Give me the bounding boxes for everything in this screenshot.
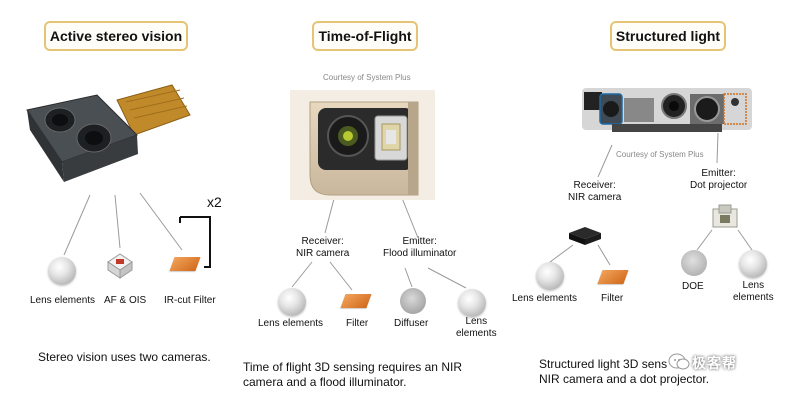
structured-label-filter: Filter: [601, 293, 624, 304]
title-time-of-flight: Time-of-Flight: [312, 21, 418, 51]
tof-diffuser-icon: [400, 288, 426, 314]
watermark-text: 极客帮: [692, 355, 737, 371]
dot-projector-icon: [712, 204, 738, 228]
tof-emitter-label: Emitter:Flood illuminator: [383, 236, 457, 259]
tof-label-filter: Filter: [346, 318, 369, 329]
courtesy-tof: Courtesy of System Plus: [323, 73, 411, 82]
structured-label-doe: DOE: [682, 281, 704, 292]
tof-lens-elements-icon: [278, 288, 306, 316]
label-af-ois: AF & OIS: [104, 295, 147, 306]
structured-light-module-image: [582, 88, 752, 132]
wechat-icon: [668, 353, 690, 370]
label-ir-cut-filter: IR-cut Filter: [164, 295, 216, 306]
tof-phone-image: [290, 90, 435, 200]
structured-receiver-label: Receiver:NIR camera: [568, 180, 622, 203]
lens-elements-icon: [48, 257, 76, 285]
label-lens-elements: Lens elements: [30, 295, 96, 306]
tof-label-lens-elements: Lens elements: [258, 318, 324, 329]
structured-filter-icon: [597, 270, 629, 284]
caption-tof: Time of flight 3D sensing requires an NI…: [243, 360, 462, 389]
ir-cut-filter-icon: [169, 257, 201, 271]
tof-filter-icon: [340, 294, 372, 308]
nir-sensor-icon: [569, 227, 601, 245]
structured-emitter-label: Emitter:Dot projector: [690, 168, 748, 191]
structured-lens-elements-2-icon: [739, 250, 767, 278]
bracket-icon: [179, 216, 211, 268]
title-active-stereo: Active stereo vision: [44, 21, 188, 51]
tof-label-diffuser: Diffuser: [394, 318, 429, 329]
doe-icon: [681, 250, 707, 276]
stereo-camera-module-image: [26, 84, 191, 182]
courtesy-structured: Courtesy of System Plus: [616, 150, 704, 159]
caption-stereo: Stereo vision uses two cameras.: [38, 350, 211, 364]
af-ois-icon: [107, 253, 133, 279]
structured-label-lens-elements: Lens elements: [512, 293, 578, 304]
tof-receiver-label: Receiver:NIR camera: [296, 236, 350, 259]
tof-lens-elements-2-icon: [458, 289, 486, 317]
multiplier-x2: x2: [207, 194, 222, 210]
structured-lens-elements-icon: [536, 262, 564, 290]
title-structured-light: Structured light: [610, 21, 726, 51]
